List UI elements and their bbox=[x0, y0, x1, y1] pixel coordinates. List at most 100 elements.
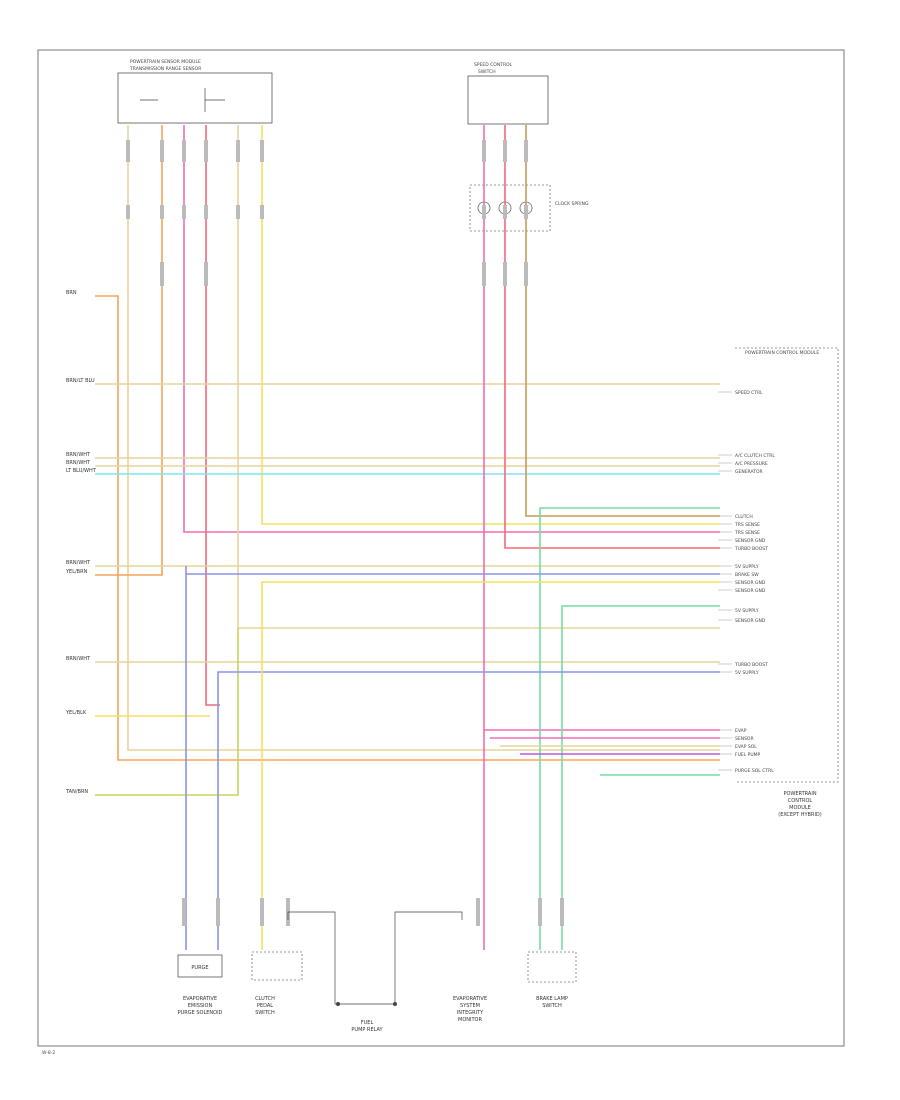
powertrain-sensor-module: POWERTRAIN SENSOR MODULE TRANSMISSION RA… bbox=[117, 59, 273, 124]
relay-caption-2: PUMP RELAY bbox=[351, 1027, 383, 1033]
pcm-pin-label: 5V SUPPLY bbox=[735, 670, 759, 676]
wire-16 bbox=[483, 125, 720, 731]
connector-mark bbox=[482, 205, 486, 219]
wire-17 bbox=[504, 125, 720, 549]
pcm-pin-label: A/C CLUTCH CTRL bbox=[735, 453, 775, 459]
pcm-pin-label: SENSOR GND bbox=[735, 538, 766, 544]
top-right-module-label: SPEED CONTROL bbox=[474, 62, 513, 68]
pcm-pin-label: A/C PRESSURE bbox=[735, 461, 768, 467]
connector-mark bbox=[503, 140, 507, 162]
evap-caption-2: SYSTEM bbox=[460, 1003, 480, 1009]
connector-mark bbox=[182, 898, 186, 926]
left-wire-label: BRN/WHT bbox=[66, 452, 91, 458]
pcm-caption-3: MODULE bbox=[789, 805, 811, 811]
pcm-caption-1: POWERTRAIN bbox=[783, 791, 816, 797]
connector-mark bbox=[482, 262, 486, 286]
left-wire-label: BRN/WHT bbox=[66, 460, 91, 466]
powertrain-control-module: POWERTRAIN CONTROL MODULE POWERTRAIN CON… bbox=[718, 347, 839, 818]
clutch-caption-1: CLUTCH bbox=[255, 996, 275, 1002]
evap-caption-1: EVAPORATIVE bbox=[453, 996, 487, 1002]
connector-mark bbox=[182, 140, 186, 162]
top-right-module-box bbox=[467, 75, 549, 125]
wire-5 bbox=[261, 125, 720, 525]
connector-mark bbox=[524, 140, 528, 162]
left-wire-label: BRN bbox=[66, 290, 77, 296]
pcm-title: POWERTRAIN CONTROL MODULE bbox=[745, 350, 819, 356]
clutch-caption-2: PEDAL bbox=[257, 1003, 273, 1009]
left-wire-label: BRN/WHT bbox=[66, 656, 91, 662]
left-wire-label: BRN/WHT bbox=[66, 560, 91, 566]
connector-mark bbox=[524, 205, 528, 219]
connector-mark bbox=[503, 205, 507, 219]
purge-caption-2: EMISSION bbox=[188, 1003, 213, 1009]
pcm-pin-label: GENERATOR bbox=[735, 469, 763, 475]
pcm-pin-label: PURGE SOL CTRL bbox=[735, 768, 774, 774]
left-wire-label: LT BLU/WHT bbox=[66, 468, 97, 474]
pcm-pin-label: CLUTCH bbox=[735, 514, 753, 520]
evap-caption-4: MONITOR bbox=[458, 1017, 482, 1023]
connector-mark bbox=[160, 140, 164, 162]
pcm-pin-label: SENSOR GND bbox=[735, 588, 766, 594]
wire-18 bbox=[525, 125, 720, 517]
diagram-frame bbox=[37, 49, 845, 1047]
clock-spring-label: CLOCK SPRING bbox=[555, 201, 589, 207]
brake-switch-box bbox=[527, 951, 577, 983]
relay-caption-1: FUEL bbox=[361, 1020, 374, 1026]
purge-caption-1: EVAPORATIVE bbox=[183, 996, 217, 1002]
top-right-module-sublabel: SWITCH bbox=[478, 69, 496, 75]
pcm-pin-label: SENSOR GND bbox=[735, 580, 766, 586]
connector-mark bbox=[260, 205, 264, 219]
connector-mark bbox=[204, 262, 208, 286]
brake-caption-1: BRAKE LAMP bbox=[536, 996, 568, 1002]
connector-mark bbox=[524, 262, 528, 286]
wire-4 bbox=[237, 125, 720, 629]
connector-mark bbox=[126, 205, 130, 219]
speed-control-switch: SPEED CONTROL SWITCH CLOCK SPRING bbox=[467, 62, 589, 232]
pcm-pin-label: EVAP SOL bbox=[735, 744, 757, 750]
diagram-mark: W-8-2 bbox=[42, 1050, 55, 1056]
connector-mark bbox=[260, 140, 264, 162]
wire-15 bbox=[95, 628, 239, 796]
pcm-pin-label: EVAP bbox=[735, 728, 747, 734]
wire-22 bbox=[217, 671, 720, 950]
pcm-pin-label: 5V SUPPLY bbox=[735, 564, 759, 570]
purge-caption-3: PURGE SOLENOID bbox=[178, 1010, 223, 1016]
connector-mark bbox=[204, 205, 208, 219]
pcm-pin-label: 5V SUPPLY bbox=[735, 608, 759, 614]
pcm-caption-4: (EXCEPT HYBRID) bbox=[778, 812, 822, 818]
pcm-pin-label: BRAKE SW bbox=[735, 572, 759, 578]
wire-0 bbox=[127, 125, 720, 751]
connector-mark bbox=[538, 898, 542, 926]
pcm-pin-label: FUEL PUMP bbox=[735, 752, 761, 758]
brake-caption-2: SWITCH bbox=[542, 1003, 562, 1009]
connector-mark bbox=[204, 140, 208, 162]
wire-harness bbox=[95, 125, 720, 950]
left-wire-label: BRN/LT BLU bbox=[66, 378, 95, 384]
top-left-module-box bbox=[117, 72, 273, 124]
pcm-pin-label: SENSOR bbox=[735, 736, 754, 742]
connector-mark bbox=[182, 205, 186, 219]
top-left-module-label: POWERTRAIN SENSOR MODULE bbox=[130, 59, 201, 65]
clutch-switch-box bbox=[251, 951, 303, 981]
connector-mark bbox=[236, 205, 240, 219]
connector-mark bbox=[476, 898, 480, 926]
wire-6 bbox=[95, 295, 720, 761]
connector-mark bbox=[260, 898, 264, 926]
purge-solenoid-box bbox=[177, 954, 223, 978]
bottom-components: PURGE EVAPORATIVE EMISSION PURGE SOLENOI… bbox=[42, 911, 577, 1056]
connector-mark bbox=[126, 140, 130, 162]
pcm-pin-label: SENSOR GND bbox=[735, 618, 766, 624]
wire-1 bbox=[120, 125, 163, 576]
wire-24 bbox=[261, 581, 720, 950]
clock-spring-box bbox=[469, 184, 551, 232]
pcm-pin-label: TRS SENSE bbox=[734, 530, 760, 536]
pcm-pin-label: TURBO BOOST bbox=[734, 662, 768, 668]
connector-mark bbox=[482, 140, 486, 162]
top-left-module-sublabel: TRANSMISSION RANGE SENSOR bbox=[129, 66, 201, 72]
wire-20 bbox=[561, 605, 720, 950]
pcm-pin-label: TRS SENSE bbox=[734, 522, 760, 528]
clutch-caption-3: SWITCH bbox=[255, 1010, 275, 1016]
connector-mark bbox=[216, 898, 220, 926]
